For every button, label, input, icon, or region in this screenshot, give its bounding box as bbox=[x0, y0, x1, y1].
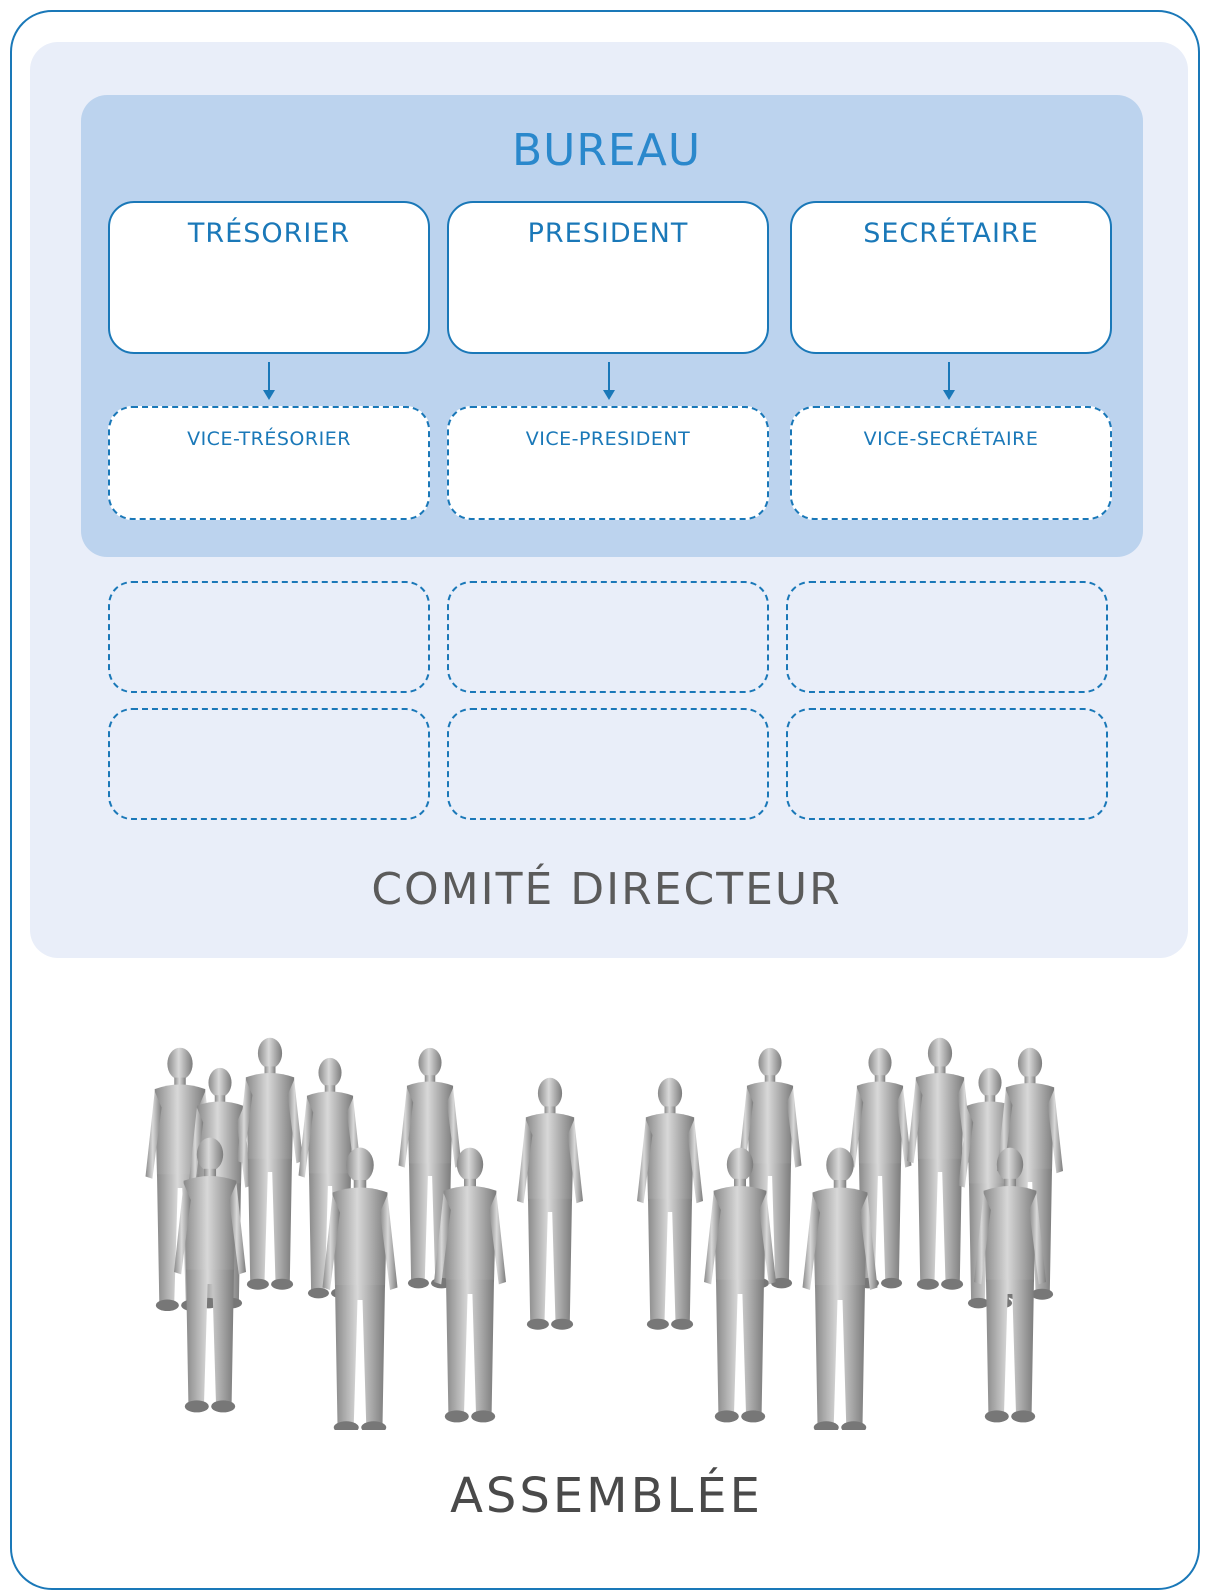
comite-member-slot bbox=[786, 581, 1108, 693]
assembly-crowd-illustration bbox=[145, 1037, 1063, 1430]
arrow-down-icon bbox=[603, 362, 615, 400]
comite-member-slot bbox=[108, 581, 430, 693]
vice-box-president: VICE-PRESIDENT bbox=[447, 406, 769, 520]
comite-member-slot bbox=[786, 708, 1108, 820]
role-box-president: PRESIDENT bbox=[447, 201, 769, 354]
arrow-down-icon bbox=[943, 362, 955, 400]
vice-box-secretaire: VICE-SECRÉTAIRE bbox=[790, 406, 1112, 520]
bureau-title: BUREAU bbox=[511, 125, 702, 176]
comite-member-slot bbox=[447, 708, 769, 820]
assemblee-title: ASSEMBLÉE bbox=[450, 1468, 763, 1524]
comite-directeur-title: COMITÉ DIRECTEUR bbox=[371, 864, 842, 915]
vice-box-tresorier: VICE-TRÉSORIER bbox=[108, 406, 430, 520]
vice-label-tresorier: VICE-TRÉSORIER bbox=[187, 428, 351, 450]
role-box-tresorier: TRÉSORIER bbox=[108, 201, 430, 354]
person-figure bbox=[517, 1077, 583, 1330]
role-box-secretaire: SECRÉTAIRE bbox=[790, 201, 1112, 354]
comite-member-slot bbox=[108, 708, 430, 820]
comite-member-slot bbox=[447, 581, 769, 693]
role-label-tresorier: TRÉSORIER bbox=[187, 218, 351, 249]
role-label-secretaire: SECRÉTAIRE bbox=[863, 218, 1039, 249]
role-label-president: PRESIDENT bbox=[527, 218, 689, 249]
vice-label-secretaire: VICE-SECRÉTAIRE bbox=[863, 428, 1039, 450]
vice-label-president: VICE-PRESIDENT bbox=[525, 428, 691, 450]
person-figure bbox=[637, 1077, 703, 1330]
arrow-down-icon bbox=[263, 362, 275, 400]
